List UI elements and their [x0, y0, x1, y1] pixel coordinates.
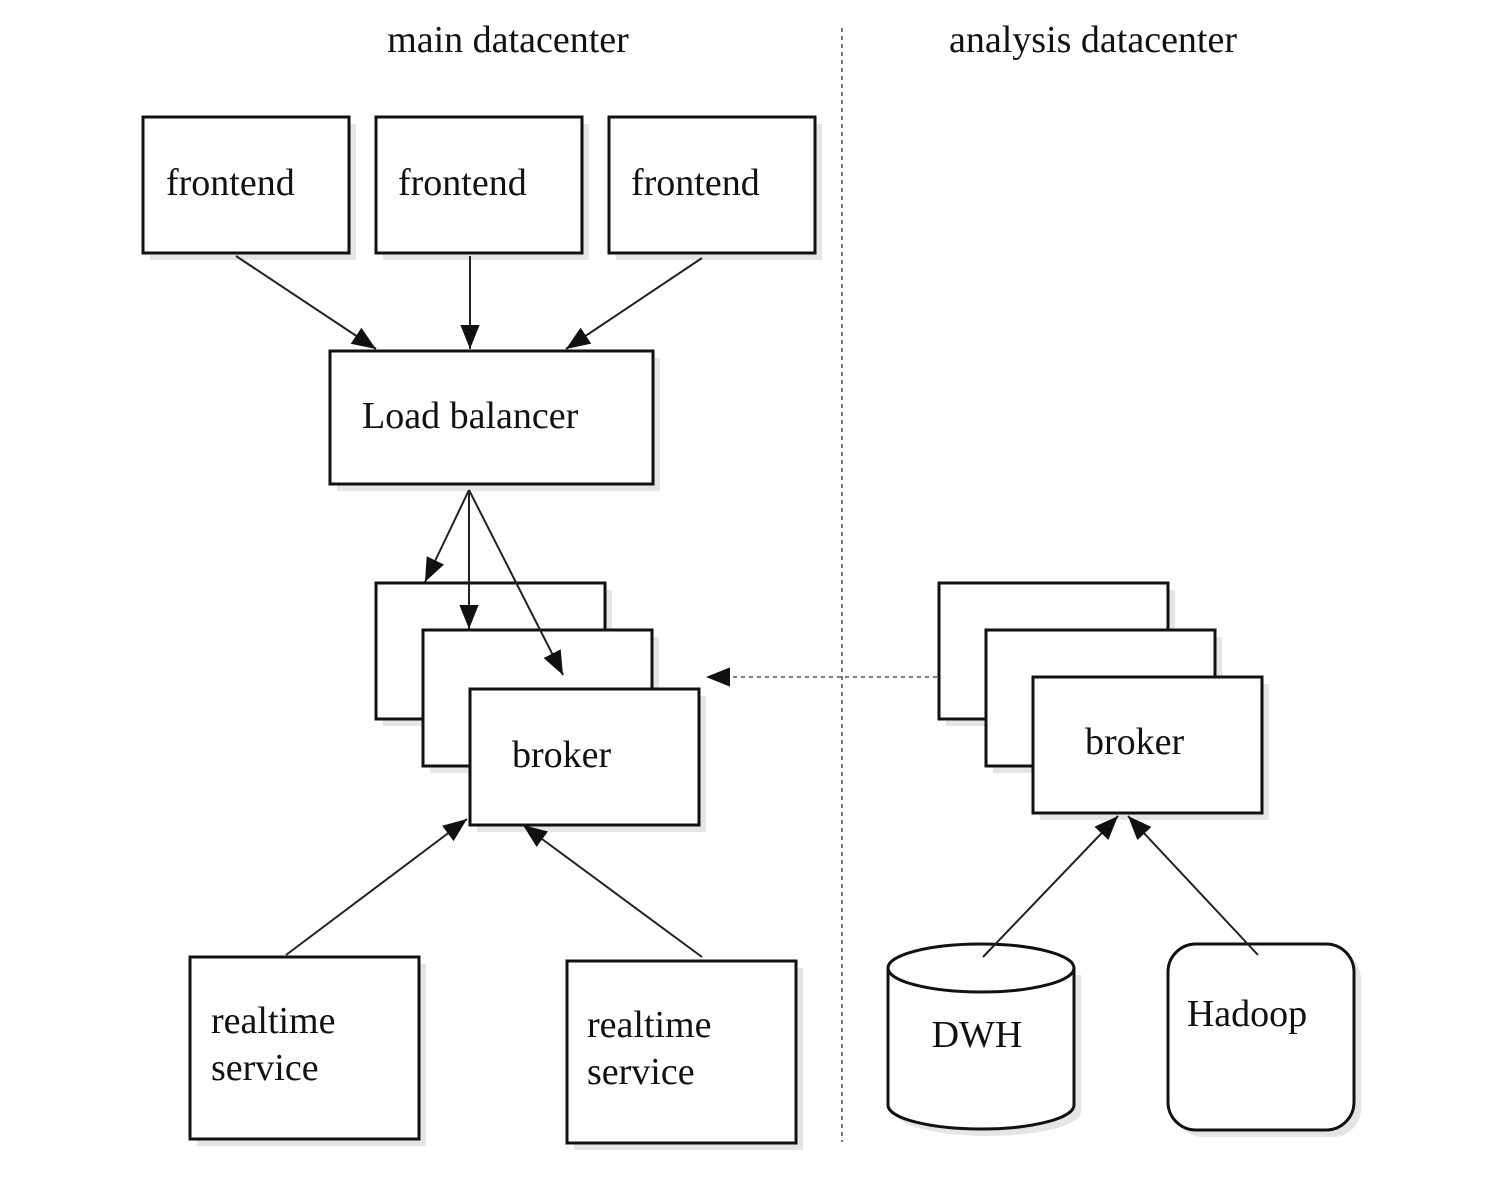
- realtime-service-label-line1: realtime: [587, 1004, 711, 1046]
- realtime-service-label: realtime service: [587, 1004, 721, 1093]
- broker-stack-main: broker: [374, 581, 706, 832]
- edge-realtime1-to-broker: [285, 818, 468, 956]
- edge-realtime2-to-broker: [522, 824, 703, 958]
- dwh-label: DWH: [932, 1014, 1023, 1056]
- frontend-node-1: frontend: [141, 115, 356, 260]
- broker-label: broker: [1085, 721, 1185, 763]
- edge-frontend3-to-lb: [565, 257, 703, 350]
- edge-dwh-to-broker: [982, 815, 1119, 958]
- analysis-datacenter-header: analysis datacenter: [949, 19, 1237, 61]
- broker-stack-analysis: broker: [937, 581, 1269, 820]
- edge-hadoop-to-broker: [1127, 815, 1259, 956]
- load-balancer-label: Load balancer: [362, 395, 579, 437]
- edge-lb-to-broker-3: [468, 489, 564, 676]
- hadoop-label: Hadoop: [1187, 993, 1307, 1035]
- realtime-service-node-1: realtime service: [188, 955, 426, 1146]
- load-balancer-node: Load balancer: [328, 349, 660, 491]
- frontend-label: frontend: [631, 162, 760, 204]
- frontend-label: frontend: [166, 162, 295, 204]
- edge-lb-to-broker-1: [424, 489, 470, 583]
- realtime-service-label-line2: service: [587, 1051, 695, 1093]
- dwh-database-node: DWH: [886, 942, 1081, 1136]
- broker-label: broker: [512, 734, 612, 776]
- frontend-node-3: frontend: [607, 115, 822, 260]
- realtime-service-label-line1: realtime: [211, 1000, 335, 1042]
- hadoop-node: Hadoop: [1166, 942, 1361, 1137]
- frontend-label: frontend: [398, 162, 527, 204]
- main-datacenter-header: main datacenter: [387, 19, 629, 61]
- realtime-service-node-2: realtime service: [565, 959, 803, 1150]
- edge-frontend1-to-lb: [235, 255, 377, 350]
- frontend-node-2: frontend: [374, 115, 589, 260]
- realtime-service-label: realtime service: [211, 1000, 345, 1089]
- realtime-service-label-line2: service: [211, 1047, 319, 1089]
